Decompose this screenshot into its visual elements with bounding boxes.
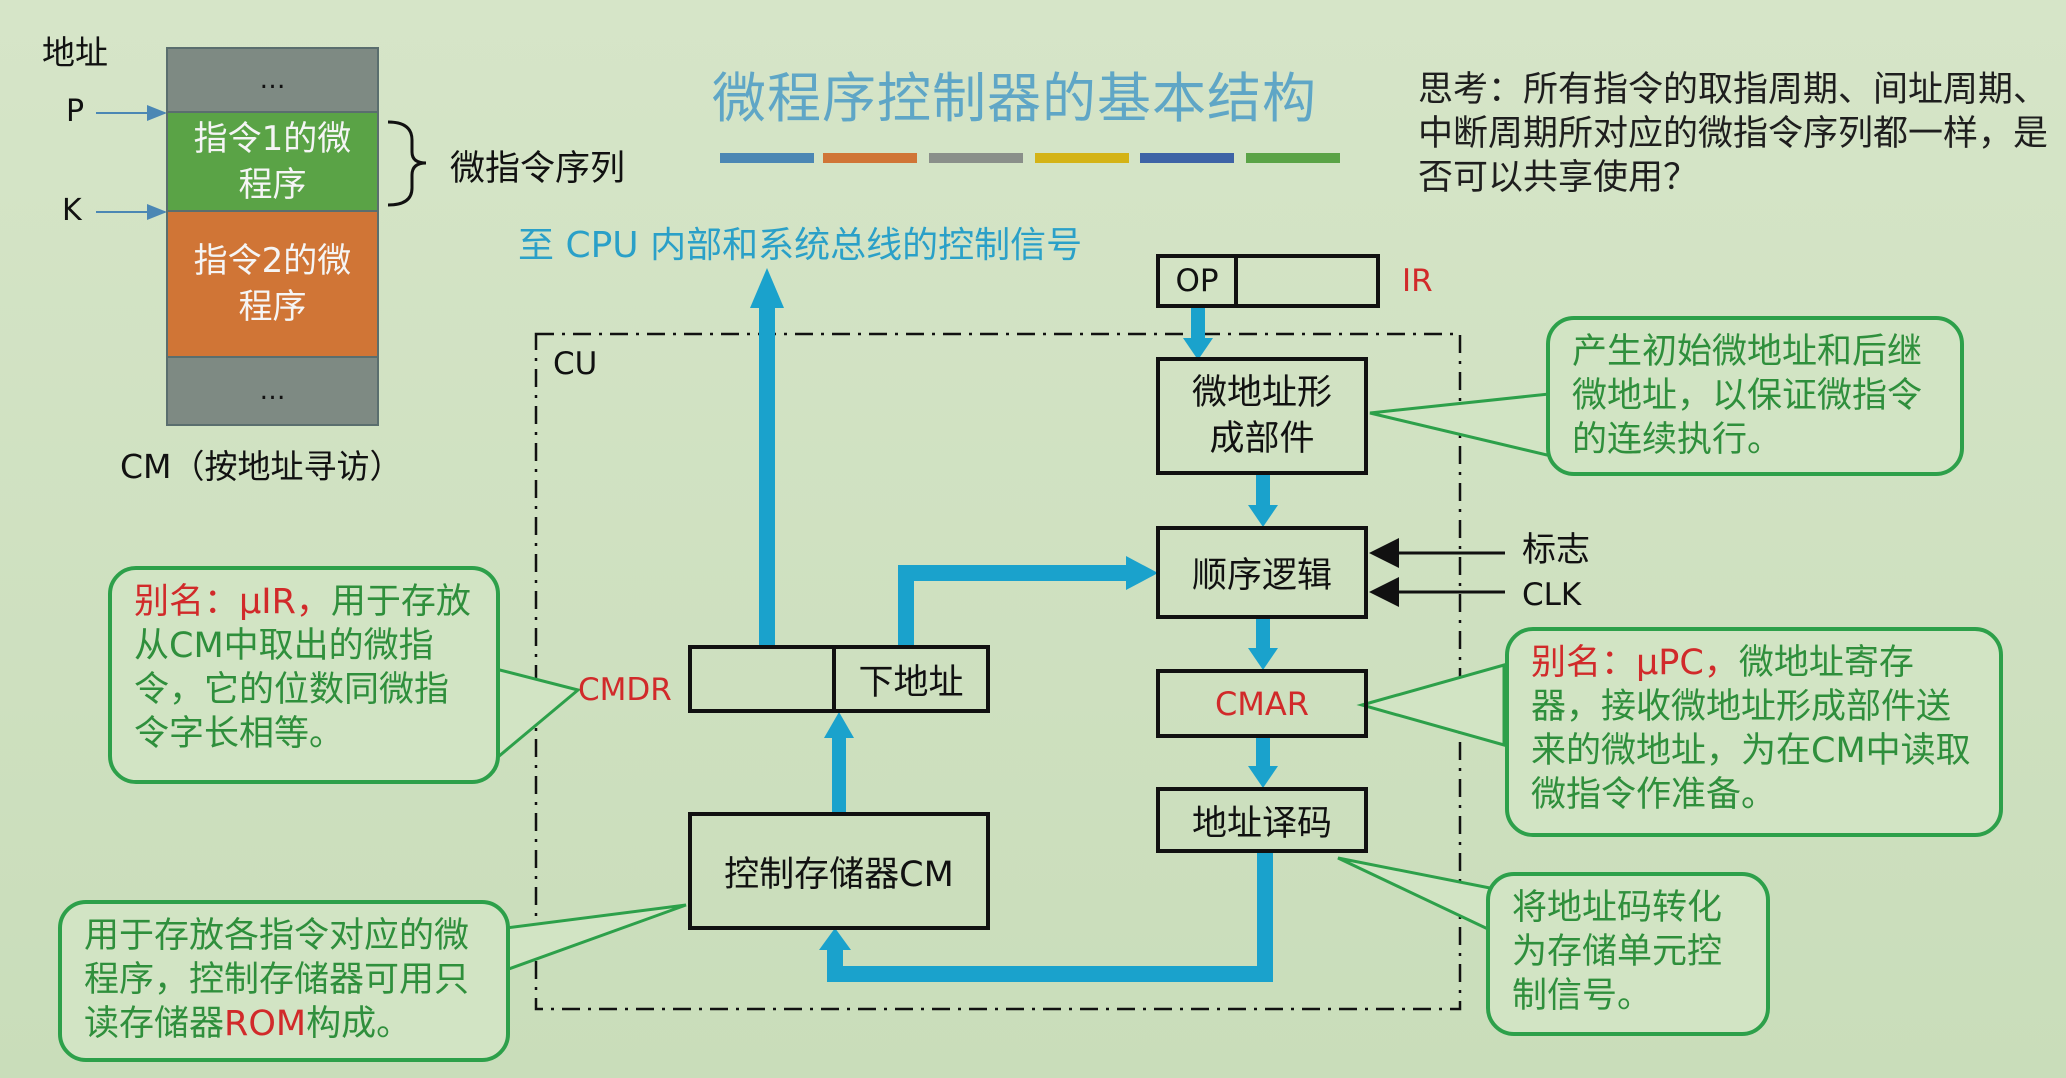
address-label: 地址 <box>42 33 108 72</box>
title-bar-6 <box>1246 153 1340 163</box>
page-title: 微程序控制器的基本结构 <box>712 67 1317 130</box>
callout-control-store: 用于存放各指令对应的微程序，控制存储器可用只读存储器ROM构成。 <box>58 900 510 1062</box>
clk-label: CLK <box>1522 577 1582 613</box>
sequence-logic: 顺序逻辑 <box>1156 526 1368 619</box>
callout-cmdr: 别名：μIR，用于存放从CM中取出的微指令，它的位数同微指令字长相等。 <box>108 566 500 784</box>
address-decoder: 地址译码 <box>1156 787 1368 853</box>
callout-decoder: 将地址码转化为存储单元控制信号。 <box>1486 872 1770 1036</box>
cmdr-control-field <box>688 645 836 713</box>
cm-cell-program1: 指令1的微程序 <box>166 111 379 212</box>
cu-frame <box>534 332 1462 1011</box>
cu-label: CU <box>553 346 598 382</box>
cmdr-alias: 别名：μIR， <box>134 582 331 622</box>
title-bar-4 <box>1035 153 1129 163</box>
callout-cmar: 别名：μPC，微地址寄存器，接收微地址形成部件送来的微地址，为在CM中读取微指令… <box>1505 627 2003 837</box>
pointer-p-label: P <box>66 94 85 129</box>
cmar-register: CMAR <box>1156 669 1368 738</box>
ir-label: IR <box>1402 263 1433 299</box>
cmar-alias: 别名：μPC， <box>1531 643 1739 683</box>
title-bar-5 <box>1140 153 1234 163</box>
think-question: 思考：所有指令的取指周期、间址周期、中断周期所对应的微指令序列都一样，是否可以共… <box>1418 70 2049 198</box>
bus-arrows <box>750 268 1278 982</box>
pointer-k-label: K <box>62 193 82 228</box>
cm-cell-program2: 指令2的微程序 <box>166 210 379 358</box>
title-bar-2 <box>823 153 917 163</box>
title-color-bars <box>720 153 1340 163</box>
cm-cell-dots-bottom: … <box>166 356 379 426</box>
sequence-label: 微指令序列 <box>450 149 626 189</box>
callout-micro-address: 产生初始微地址和后继微地址，以保证微指令的连续执行。 <box>1546 316 1964 476</box>
cm-caption: CM（按地址寻访） <box>120 447 403 486</box>
cmdr-label: CMDR <box>578 672 672 708</box>
control-signal-label: 至 CPU 内部和系统总线的控制信号 <box>518 225 1083 266</box>
ir-op-field: OP <box>1156 254 1238 308</box>
title-bar-3 <box>929 153 1023 163</box>
title-bar-1 <box>720 153 814 163</box>
rom-highlight: ROM <box>224 1004 307 1044</box>
ir-rest-field <box>1234 254 1380 308</box>
sequence-brace <box>387 120 427 207</box>
micro-address-generator: 微地址形成部件 <box>1156 357 1368 475</box>
control-store-cm: 控制存储器CM <box>688 812 990 930</box>
flag-label: 标志 <box>1522 530 1590 570</box>
next-address-field: 下地址 <box>832 645 990 713</box>
cm-cell-dots-top: … <box>166 47 379 113</box>
